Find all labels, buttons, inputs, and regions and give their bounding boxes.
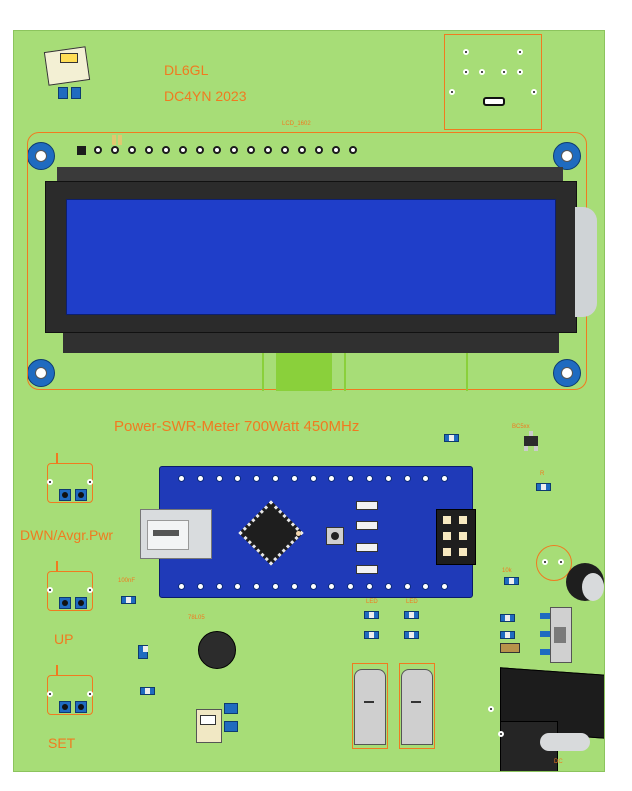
- nano-pin: [272, 475, 279, 482]
- lcd-pin-header: [74, 144, 357, 156]
- icsp-header-outline: [444, 34, 542, 130]
- mounting-hole-top-right: [553, 142, 581, 170]
- nano-pin: [422, 475, 430, 482]
- mini-usb-connector: [140, 509, 212, 559]
- capacitor-label: 100nF: [118, 578, 136, 584]
- voltage-regulator: [43, 46, 91, 99]
- nano-pin: [253, 475, 261, 482]
- down-button[interactable]: [47, 453, 93, 509]
- led-label-2: LED: [406, 599, 418, 605]
- nano-pin: [384, 583, 392, 590]
- nano-pin: [366, 475, 373, 482]
- lcd-module: [45, 167, 597, 353]
- nano-pin: [347, 583, 355, 590]
- capacitor-1: [121, 596, 136, 604]
- capacitor-3: [404, 631, 419, 639]
- set-button-label: SET: [48, 735, 76, 751]
- led-3: [500, 614, 515, 622]
- set-button[interactable]: [47, 665, 93, 721]
- nano-pin: [196, 475, 204, 482]
- nano-pin: [253, 583, 261, 590]
- resistor: [444, 434, 459, 442]
- mounting-hole-bottom-left: [27, 359, 55, 387]
- power-diode-1: [352, 663, 388, 749]
- resistor-3: [140, 687, 155, 695]
- resistor-label-right: R: [540, 471, 545, 477]
- ceramic-capacitor: [500, 643, 520, 653]
- nano-pin: [178, 475, 185, 482]
- nano-pin: [309, 475, 317, 482]
- nano-pin: [290, 475, 298, 482]
- atmega-chip: [238, 500, 304, 566]
- nano-pin: [441, 475, 449, 482]
- resistor-2: [138, 645, 148, 659]
- nano-pin: [441, 583, 449, 590]
- icsp-header: [436, 509, 476, 565]
- lcd-screen: [66, 199, 556, 315]
- up-button-label: UP: [54, 631, 74, 647]
- down-button-label: DWN/Avgr.Pwr: [20, 527, 114, 543]
- reset-button[interactable]: [326, 527, 344, 545]
- to92-regulator: [198, 631, 236, 669]
- nano-pin: [272, 583, 279, 590]
- nano-pin: [215, 583, 223, 590]
- mounting-hole-bottom-right: [553, 359, 581, 387]
- nano-pin: [196, 583, 204, 590]
- transistor-sot23: [524, 431, 538, 451]
- nano-pin: [309, 583, 317, 590]
- led-label-1: LED: [366, 599, 378, 605]
- nano-pin: [234, 583, 242, 590]
- led-1: [364, 611, 379, 619]
- nano-pin: [328, 583, 336, 590]
- header-label: LCD_1602: [282, 121, 311, 127]
- transistor-label: BC5xx: [512, 424, 530, 430]
- nano-pin: [328, 475, 336, 482]
- arduino-nano: [140, 466, 476, 598]
- regulator-label: 78L05: [188, 615, 205, 621]
- trimmer-label: 10k: [502, 568, 512, 574]
- dc-power-jack: [500, 667, 604, 771]
- nano-pin: [290, 583, 298, 590]
- board-title: Power-SWR-Meter 700Watt 450MHz: [114, 418, 360, 435]
- led-2: [404, 611, 419, 619]
- dc-jack-label: DC: [554, 759, 563, 765]
- capacitor-2: [364, 631, 379, 639]
- trimmer-pot[interactable]: [196, 699, 240, 749]
- slide-switch[interactable]: [540, 607, 586, 663]
- nano-pin: [234, 475, 242, 482]
- nano-pin: [422, 583, 430, 590]
- resistor-right: [536, 483, 551, 491]
- author-line-2: DC4YN 2023: [164, 88, 247, 104]
- capacitor-4: [500, 631, 515, 639]
- nano-pin: [215, 475, 223, 482]
- resistor-4: [504, 577, 519, 585]
- nano-pin: [366, 583, 373, 590]
- nano-pin: [347, 475, 355, 482]
- nano-pin: [384, 475, 392, 482]
- pcb-board: DL6GL DC4YN 2023 LCD_1602: [13, 30, 605, 772]
- nano-pin: [178, 583, 185, 590]
- nano-pin: [403, 583, 411, 590]
- trimmer-potentiometer[interactable]: [534, 539, 604, 609]
- author-line-1: DL6GL: [164, 62, 209, 78]
- up-button[interactable]: [47, 561, 93, 617]
- power-diode-2: [399, 663, 435, 749]
- nano-pin: [403, 475, 411, 482]
